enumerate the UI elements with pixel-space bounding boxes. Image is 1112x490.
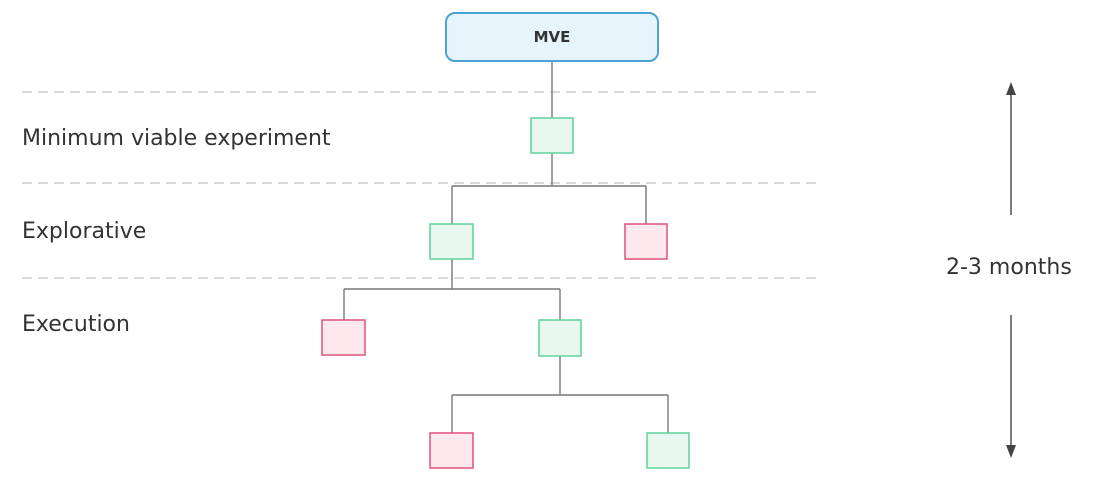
experiment-node-failure — [429, 432, 474, 469]
stage-label-execution: Execution — [22, 312, 130, 337]
experiment-node-failure — [321, 319, 366, 356]
root-node-label: MVE — [533, 28, 571, 46]
duration-label: 2-3 months — [946, 255, 1072, 280]
arrowhead-up-icon — [1006, 82, 1016, 95]
stage-label-mve: Minimum viable experiment — [22, 126, 331, 151]
root-node-mve: MVE — [445, 12, 659, 62]
experiment-node-success — [646, 432, 690, 469]
experiment-node-success — [538, 319, 582, 357]
duration-arrow-down — [1006, 315, 1016, 458]
duration-arrow-up — [1006, 82, 1016, 215]
experiment-node-success — [429, 223, 474, 260]
tree-connectors — [343, 62, 669, 433]
arrowhead-down-icon — [1006, 445, 1016, 458]
stage-label-explorative: Explorative — [22, 219, 147, 244]
experiment-node-success — [530, 117, 574, 154]
experiment-node-failure — [624, 223, 668, 260]
